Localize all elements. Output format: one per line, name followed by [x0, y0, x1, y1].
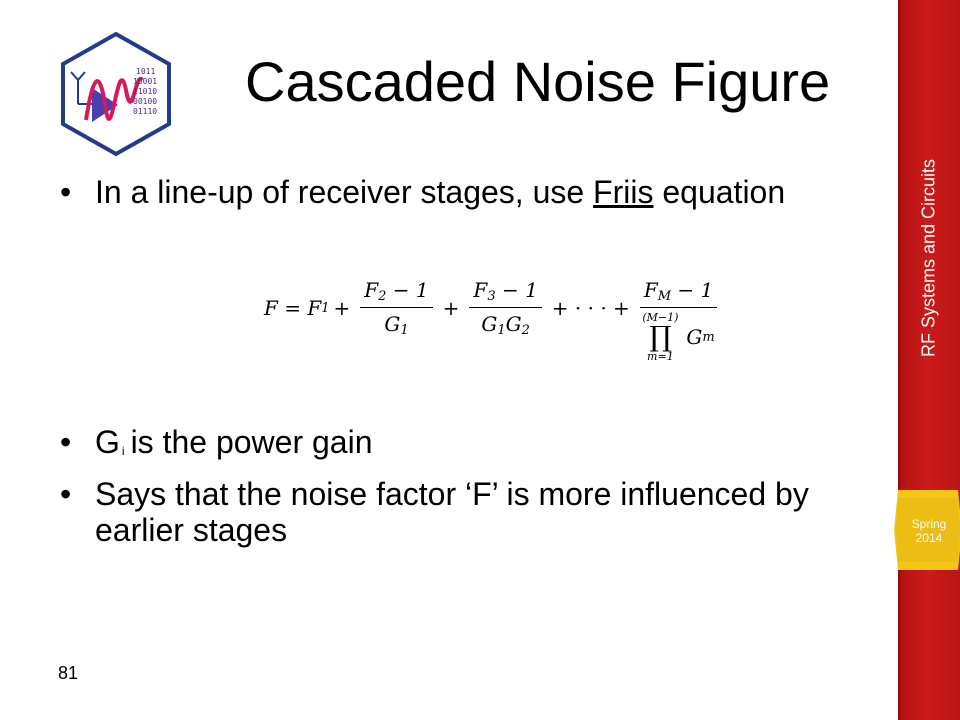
friis-link[interactable]: Friis	[593, 174, 654, 210]
term-label: Spring 2014	[911, 517, 947, 545]
bullet-item-friis: • In a line-up of receiver stages, use F…	[60, 174, 850, 210]
term-badge	[894, 490, 960, 570]
bullet-dot: •	[60, 174, 72, 210]
logo-binary-2: 10001	[133, 77, 157, 86]
bullet-text-after: equation	[653, 174, 786, 210]
bullet-dot: •	[60, 424, 72, 460]
logo-binary-5: 01110	[133, 107, 157, 116]
bullet-text-before: In a line-up of receiver stages, use	[95, 174, 594, 210]
logo-binary-3: 11010	[133, 87, 157, 96]
slide-title: Cascaded Noise Figure	[245, 50, 831, 113]
logo-binary-1: 1011	[136, 67, 155, 76]
bullet-item-noise-factor: • Says that the noise factor ‘F’ is more…	[60, 476, 850, 548]
rf-circuits-logo-icon: 1011 10001 11010 00100 01110	[61, 31, 171, 157]
equation-term-2: F3 − 1 G1G2	[469, 278, 542, 338]
bullet-text: In a line-up of receiver stages, use Fri…	[95, 174, 850, 210]
bullet-text: Says that the noise factor ‘F’ is more i…	[95, 476, 809, 548]
sidebar-bar	[898, 0, 960, 720]
course-title: RF Systems and Circuits	[918, 158, 939, 358]
equation-ellipsis: + · · · +	[551, 296, 630, 320]
bullet-dot: •	[60, 476, 72, 512]
equation-term-1: F2 − 1 G1	[360, 278, 433, 338]
page-number: 81	[58, 663, 79, 683]
logo-binary-4: 00100	[133, 97, 157, 106]
product-operator: (M−1) ∏ m=1	[642, 311, 679, 363]
